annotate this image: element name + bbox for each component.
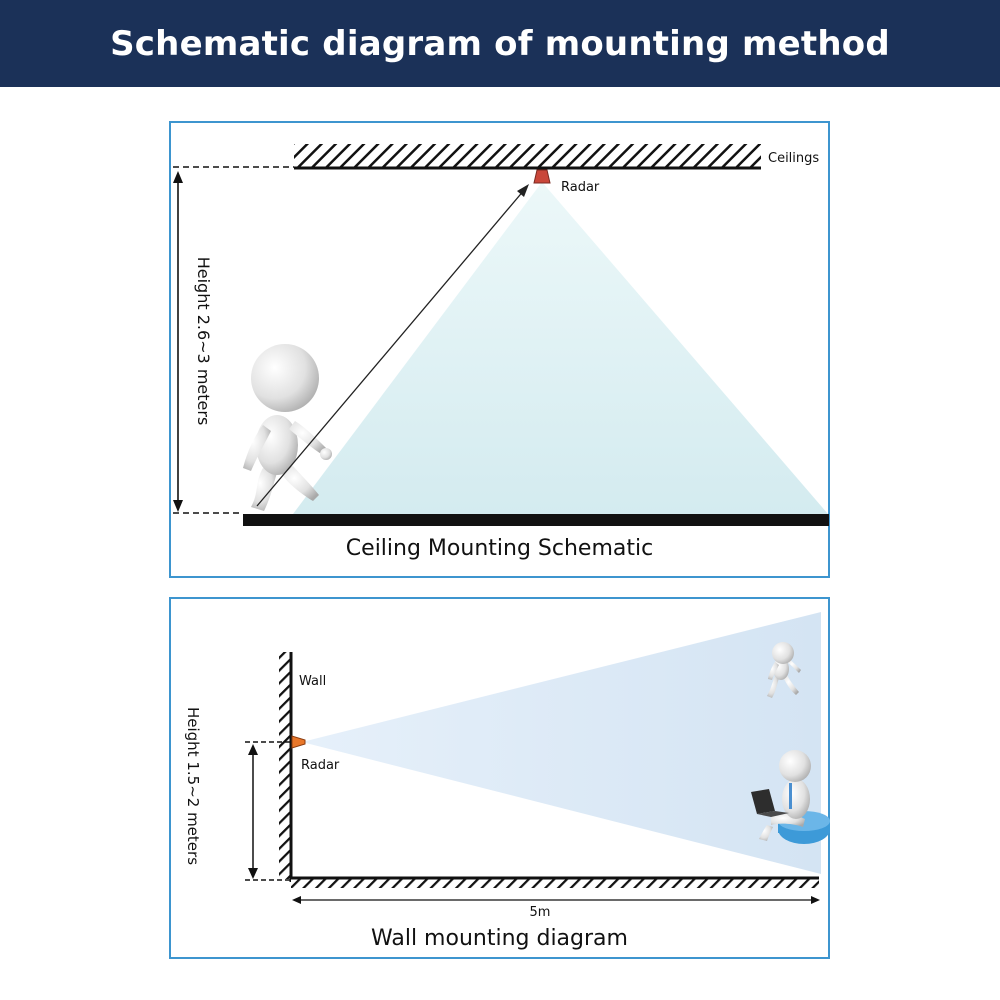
distance-label: 5m	[530, 905, 551, 920]
height-arrow-head-up	[173, 171, 183, 183]
wall-height-label: Height 1.5~2 meters	[184, 707, 202, 865]
floor	[243, 514, 829, 526]
ceiling-hatch	[294, 144, 761, 168]
ceiling-caption: Ceiling Mounting Schematic	[345, 536, 654, 561]
radar-detection-zone	[293, 182, 828, 514]
wall-hatch	[279, 652, 291, 879]
height-arrow-head-down	[173, 500, 183, 512]
radar-detection-zone	[302, 612, 821, 874]
detection-range-arrow-head	[517, 184, 529, 197]
detection-range-line	[256, 188, 526, 507]
wall-diagram: Wall Radar Height 1.5~2 meters 5m	[184, 612, 830, 920]
ceiling-mounting-panel: Ceilings Radar Height 2.6~3 meters C	[169, 121, 830, 578]
ceiling-height-label: Height 2.6~3 meters	[194, 257, 213, 426]
wall-mounting-panel: Wall Radar Height 1.5~2 meters 5m	[169, 597, 830, 959]
page-title: Schematic diagram of mounting method	[110, 23, 890, 64]
height-arrow-head-up	[248, 744, 258, 755]
radar-icon	[533, 169, 551, 184]
distance-arrow-head-left	[292, 896, 301, 904]
radar-icon	[291, 735, 306, 749]
wall-label: Wall	[299, 674, 326, 689]
ceiling-radar-label: Radar	[561, 180, 600, 195]
floor-hatch	[291, 878, 819, 888]
walking-person-icon	[243, 344, 332, 511]
distance-arrow-head-right	[811, 896, 820, 904]
wall-radar-label: Radar	[301, 758, 340, 773]
height-arrow-head-down	[248, 868, 258, 879]
walking-person-icon	[767, 642, 801, 698]
ceiling-diagram: Ceilings Radar Height 2.6~3 meters	[173, 144, 829, 526]
ceiling-label: Ceilings	[768, 151, 819, 166]
seated-person-with-laptop-icon	[751, 750, 830, 844]
wall-caption: Wall mounting diagram	[371, 926, 628, 951]
page-header: Schematic diagram of mounting method	[0, 0, 1000, 87]
